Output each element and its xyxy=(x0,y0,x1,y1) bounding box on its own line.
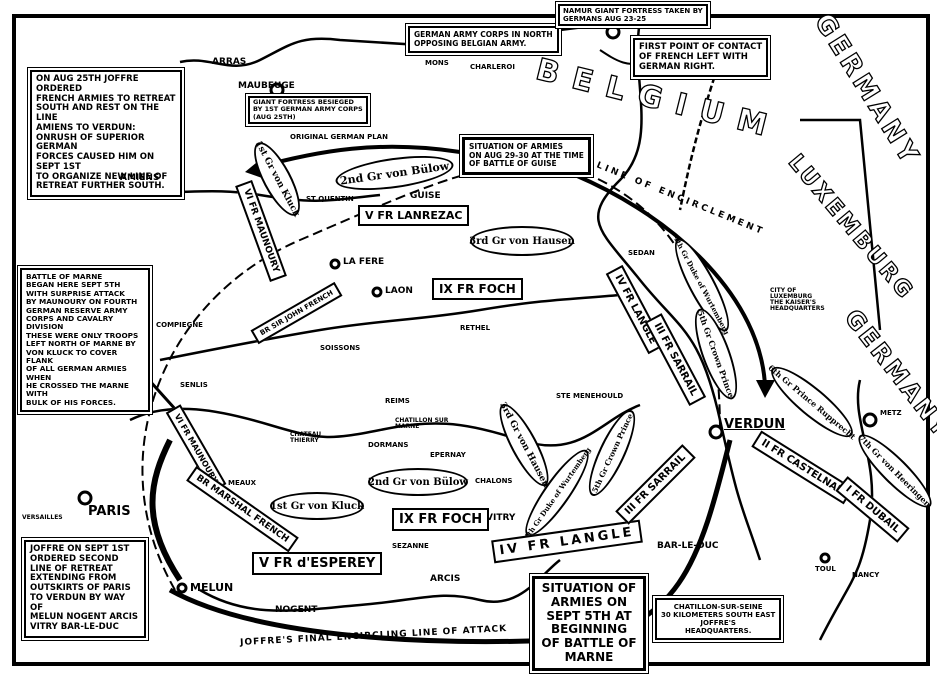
army-aug-foch: IX FR FOCH xyxy=(432,278,523,300)
place-epernay: EPERNAY xyxy=(430,451,466,459)
place-senlis: SENLIS xyxy=(180,381,208,389)
army-aug-lanrezac: V FR LANREZAC xyxy=(358,205,470,226)
place-nogent: NOGENT xyxy=(275,605,318,615)
river-aisne xyxy=(159,293,621,362)
city-markers xyxy=(77,24,878,594)
river-meuse xyxy=(597,19,762,561)
note-guise: SITUATION OF ARMIES ON AUG 29-30 AT THE … xyxy=(462,137,591,175)
note-marne-began: BATTLE OF MARNE BEGAN HERE SEPT 5TH WITH… xyxy=(20,268,150,413)
paris-arc xyxy=(149,438,183,582)
note-namur: NAMUR GIANT FORTRESS TAKEN BY GERMANS AU… xyxy=(558,4,708,27)
place-mons: MONS xyxy=(425,59,449,67)
place-sezanne: SEZANNE xyxy=(392,542,429,550)
place-arcis: ARCIS xyxy=(430,574,461,584)
place-maubeuge: MAUBEUGE xyxy=(238,81,295,91)
place-paris: PARIS xyxy=(88,504,131,519)
place-metz: METZ xyxy=(880,409,902,417)
place-amiens: AMIENS xyxy=(120,173,160,183)
note-maubeuge: GIANT FORTRESS BESIEGED BY 1ST GERMAN AR… xyxy=(248,96,368,125)
river-marne xyxy=(129,403,641,447)
encirclement-arrow xyxy=(574,173,767,386)
place-meaux: MEAUX xyxy=(228,479,257,487)
place-chalons: CHALONS xyxy=(475,477,513,485)
place-arras: ARRAS xyxy=(212,57,247,67)
army-sept-foch: IX FR FOCH xyxy=(392,508,490,531)
place-bar-le-duc: BAR-LE-DUC xyxy=(657,541,719,551)
place-compiegne: COMPIEGNE xyxy=(156,321,203,329)
place-laon: LAON xyxy=(385,286,413,296)
river-seine xyxy=(199,559,561,612)
arrowhead xyxy=(756,380,775,398)
note-chatillon: CHATILLON-SUR-SEINE 30 KILOMETERS SOUTH … xyxy=(655,598,782,641)
place-verdun: VERDUN xyxy=(724,417,786,432)
place-sedan: SEDAN xyxy=(628,249,655,257)
border-luxemburg xyxy=(800,118,882,331)
place-nancy: NANCY xyxy=(852,571,880,579)
place-guise: GUISE xyxy=(410,191,441,201)
place-reims: REIMS xyxy=(385,397,410,405)
place-charleroi: CHARLEROI xyxy=(470,63,515,71)
label-original-plan: ORIGINAL GERMAN PLAN xyxy=(290,133,388,141)
place-la-fere: LA FERE xyxy=(343,257,385,267)
place-soissons: SOISSONS xyxy=(320,344,361,352)
place-chateau-thierry: CHATEAU THIERRY xyxy=(290,431,322,444)
place-vitry: VITRY xyxy=(486,513,516,523)
note-german-corps: GERMAN ARMY CORPS IN NORTH OPPOSING BELG… xyxy=(408,26,559,54)
final-encircling-line xyxy=(168,439,733,645)
place-ste-menehould: STE MENEHOULD xyxy=(556,392,624,400)
border-germany xyxy=(678,59,722,211)
note-luxemburg-hq: CITY OF LUXEMBURG THE KAISER'S HEADQUART… xyxy=(770,287,825,312)
place-rethel: RETHEL xyxy=(460,324,491,332)
place-versailles: VERSAILLES xyxy=(22,514,63,521)
note-first-contact: FIRST POINT OF CONTACT OF FRENCH LEFT WI… xyxy=(633,38,769,78)
place-melun: MELUN xyxy=(190,581,234,594)
army-sept-bulow: 2nd Gr von Bülow xyxy=(368,468,468,496)
army-aug-hausen: 3rd Gr von Hausen xyxy=(469,226,575,256)
note-situation-sept5: SITUATION OF ARMIES ON SEPT 5TH AT BEGIN… xyxy=(532,576,646,671)
army-sept-kluck: 1st Gr von Kluck xyxy=(270,492,364,520)
note-aug25: ON AUG 25TH JOFFRE ORDERED FRENCH ARMIES… xyxy=(30,70,182,198)
place-st-quentin: ST QUENTIN xyxy=(306,195,354,203)
place-toul: TOUL xyxy=(815,565,836,573)
map-frame xyxy=(12,14,930,666)
army-sept-esperey: V FR d'ESPEREY xyxy=(252,552,383,575)
place-chatillon-marne: CHATILLON SUR MARNE xyxy=(395,417,449,430)
note-joffre-sept1: JOFFRE ON SEPT 1ST ORDERED SECOND LINE O… xyxy=(24,540,146,638)
place-dormans: DORMANS xyxy=(368,441,409,449)
